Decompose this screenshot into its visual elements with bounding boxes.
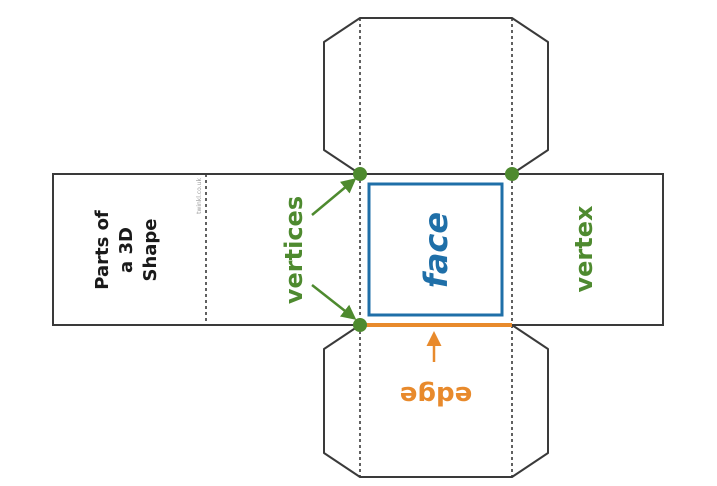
face-square xyxy=(367,182,504,317)
bottom-flap xyxy=(323,324,549,478)
vertex-dot-top-right xyxy=(505,167,519,181)
vertices-arrow-upper xyxy=(311,178,357,216)
watermark: twinkl.co.uk xyxy=(196,178,203,214)
title-line-2: a 3D xyxy=(116,227,137,273)
title-panel: Parts of a 3D Shape xyxy=(92,210,161,290)
vertices-arrow-lower xyxy=(311,284,357,320)
vertex-dot-top-left xyxy=(353,167,367,181)
vertex-dot-bottom-left xyxy=(353,318,367,332)
title-line-1: Parts of xyxy=(92,210,113,290)
top-flap xyxy=(323,17,549,175)
vertex-label: vertex xyxy=(570,205,598,293)
middle-strip xyxy=(52,173,664,326)
vertices-label: vertices xyxy=(280,196,308,304)
title-line-3: Shape xyxy=(140,218,161,281)
face-label: face xyxy=(417,212,455,288)
edge-label: edge xyxy=(400,380,473,410)
